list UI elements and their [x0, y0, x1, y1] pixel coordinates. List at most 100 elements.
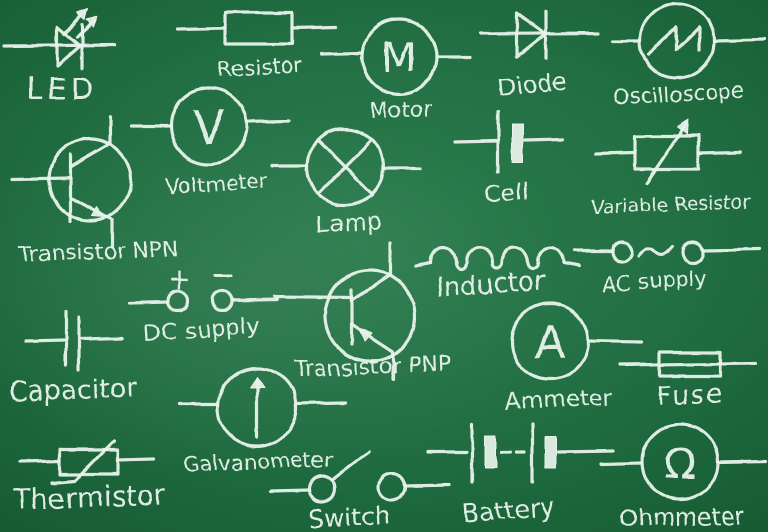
inductor-coil — [428, 245, 566, 271]
galvanometer-body — [216, 366, 298, 448]
capacitor-wire-right — [79, 336, 124, 341]
inductor-wire-left — [413, 261, 432, 268]
diode-triangle — [515, 11, 548, 59]
led-arrowhead-1-icon — [76, 8, 89, 21]
thermistor-body — [58, 448, 120, 476]
transistor-pnp-base-wire — [272, 294, 354, 299]
ac-supply-terminal-left — [610, 240, 634, 264]
capacitor-label: Capacitor — [7, 373, 139, 409]
cell-short-plate — [511, 122, 524, 164]
switch-wire-left — [269, 488, 311, 493]
battery-wire-right — [556, 449, 615, 454]
led-label: LED — [27, 72, 98, 107]
transistor-npn-base-wire — [10, 176, 72, 181]
motor-wire-left — [319, 51, 364, 56]
transistor-npn-body — [47, 137, 133, 223]
transistor-npn-label: Transistor NPN — [17, 237, 179, 268]
battery-label: Battery — [461, 493, 556, 528]
thermistor-strike — [50, 439, 116, 485]
ohmmeter-label: Ohmmeter — [620, 504, 745, 532]
dc-supply-plus-sign: + — [167, 263, 190, 296]
galvanometer-arrowhead-icon — [249, 375, 265, 389]
cell-wire-right — [523, 137, 564, 142]
led-wire — [2, 43, 117, 48]
inductor-symbol: Inductor — [413, 245, 581, 304]
diode-label: Diode — [496, 67, 568, 102]
transistor-pnp-body — [323, 269, 417, 363]
switch-terminal-left — [307, 474, 337, 504]
motor-symbol: M Motor — [319, 18, 473, 123]
ac-supply-wire-right — [701, 247, 761, 252]
dc-supply-terminal-negative — [210, 289, 234, 313]
transistor-pnp-collector — [350, 242, 392, 302]
cell-wire-left — [453, 139, 498, 144]
resistor-label: Resistor — [217, 53, 303, 81]
motor-glyph: M — [381, 33, 417, 82]
inductor-label: Inductor — [435, 266, 545, 303]
ac-supply-symbol: AC supply — [573, 240, 761, 297]
thermistor-label: Thermistor — [12, 478, 167, 516]
capacitor-symbol: Capacitor — [7, 310, 139, 409]
switch-symbol: Switch — [269, 450, 451, 532]
ammeter-glyph: A — [535, 317, 565, 368]
led-triangle — [55, 25, 82, 68]
diode-symbol: Diode — [480, 9, 600, 103]
resistor-symbol: Resistor — [176, 11, 338, 81]
ac-supply-label: AC supply — [602, 265, 708, 296]
variable-resistor-symbol: Variable Resistor — [591, 119, 751, 219]
oscilloscope-wave-icon — [646, 25, 701, 56]
lamp-symbol: Lamp — [270, 127, 422, 239]
voltmeter-wire-right — [245, 119, 290, 124]
led-symbol: LED — [2, 8, 117, 107]
cell-label: Cell — [483, 178, 529, 208]
fuse-wire — [618, 361, 757, 367]
ohmmeter-glyph: Ω — [664, 439, 696, 488]
thermistor-symbol: Thermistor — [12, 439, 167, 517]
dc-supply-terminal-positive — [166, 289, 190, 313]
ammeter-wire-right — [586, 339, 643, 344]
galvanometer-label: Galvanometer — [183, 447, 334, 476]
voltmeter-body — [169, 86, 249, 166]
dc-supply-label: DC supply — [142, 313, 260, 347]
resistor-wire-left — [176, 26, 227, 31]
switch-lever — [330, 450, 371, 482]
diode-wire — [480, 31, 600, 36]
battery-short-plate-1 — [484, 435, 497, 469]
voltmeter-glyph: V — [193, 100, 225, 154]
ohmmeter-symbol: Ω Ohmmeter — [600, 422, 767, 532]
fuse-body — [658, 350, 722, 378]
switch-wire-right — [403, 483, 451, 488]
capacitor-wire-left — [24, 338, 66, 343]
variable-resistor-label: Variable Resistor — [591, 191, 751, 219]
switch-label: Switch — [308, 501, 392, 532]
cell-symbol: Cell — [453, 110, 564, 208]
ohmmeter-wire-left — [600, 461, 643, 466]
dc-supply-symbol: + − DC supply — [128, 258, 279, 347]
ammeter-label: Ammeter — [505, 385, 614, 415]
thermistor-wire-right — [116, 457, 154, 462]
galvanometer-wire-right — [294, 400, 348, 405]
transistor-npn-emitter — [68, 195, 114, 249]
galvanometer-symbol: Galvanometer — [177, 366, 348, 477]
variable-resistor-wire-left — [594, 151, 637, 156]
transistor-npn-arrowhead-icon — [91, 206, 105, 218]
ohmmeter-wire-right — [716, 459, 767, 464]
voltmeter-label: Voltmeter — [164, 168, 269, 199]
oscilloscope-label: Oscilloscope — [613, 79, 745, 110]
transistor-npn-symbol: Transistor NPN — [10, 115, 179, 268]
transistor-npn-collector — [68, 115, 112, 169]
transistor-pnp-label: Transistor PNP — [293, 352, 452, 382]
switch-terminal-right — [377, 472, 407, 502]
ac-supply-sine-icon — [637, 244, 675, 258]
led-arrowhead-2-icon — [86, 16, 99, 28]
battery-short-plate-2 — [544, 435, 557, 469]
dc-supply-minus-sign: − — [210, 258, 235, 293]
motor-label: Motor — [370, 97, 432, 123]
oscilloscope-symbol: Oscilloscope — [611, 2, 767, 110]
resistor-wire-right — [290, 25, 338, 30]
ammeter-symbol: A Ammeter — [505, 301, 643, 415]
variable-resistor-arrow — [644, 122, 688, 185]
